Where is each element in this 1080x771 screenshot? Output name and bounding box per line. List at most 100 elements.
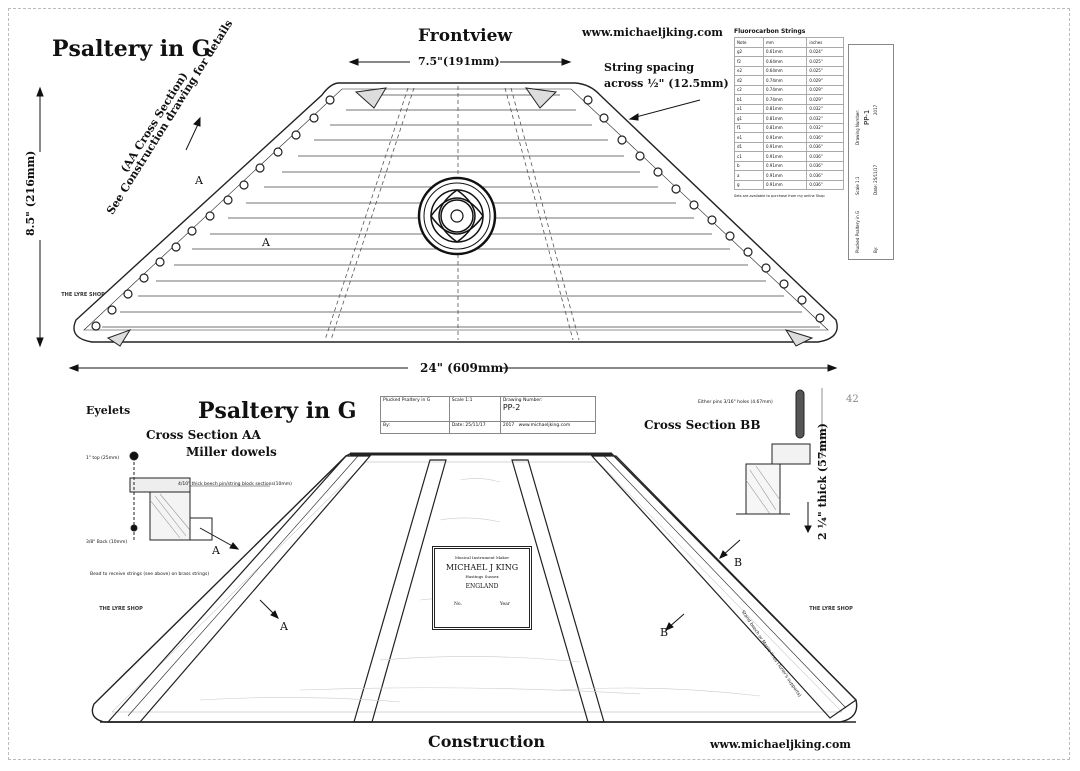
- strings-table-cell: b1: [734, 94, 764, 105]
- strings-table-cell: 0.81mm: [762, 113, 808, 124]
- strings-table-cell: g1: [734, 113, 764, 124]
- strings-table-cell: 0.74mm: [762, 94, 808, 105]
- strings-table-cell: 0.032": [806, 113, 844, 124]
- strings-table-cell: 0.025": [806, 56, 844, 67]
- right-pins: [583, 95, 825, 323]
- cross-section-bb-label: Cross Section BB: [644, 418, 761, 432]
- section-b-mark-1: B: [734, 556, 743, 569]
- cross-section-aa: [129, 451, 270, 541]
- strings-table-cell: 0.64mm: [762, 56, 808, 67]
- strings-table-cell: g2: [734, 46, 764, 57]
- maker-label: Musical Instrument Maker MICHAEL J KING …: [432, 546, 532, 630]
- construction-label: Construction: [428, 732, 546, 751]
- strings-table-title: Fluorocarbon Strings: [734, 28, 806, 35]
- strings-table-cell: 0.029": [806, 75, 844, 86]
- strings-table-cell: f2: [734, 56, 764, 67]
- corner-plates: [106, 87, 814, 347]
- corner-mark: 42: [846, 394, 859, 405]
- strings-table-cell: 0.029": [806, 94, 844, 105]
- strings-table-cell: 0.91mm: [762, 160, 808, 171]
- tb-date: Date: 25/11/17: [448, 421, 501, 434]
- sound-hole-rosette: [417, 176, 497, 256]
- website-bottom[interactable]: www.michaeljking.com: [710, 738, 851, 751]
- strings-table-cell: e2: [734, 65, 764, 76]
- string-spacing-note: String spacing across ½" (12.5mm): [604, 61, 729, 90]
- strings-table-cell: a1: [734, 103, 764, 114]
- strings-table-cell: g: [734, 179, 764, 190]
- title-block: Plucked Psaltery in G Scale 1:1 Drawing …: [380, 395, 597, 434]
- strings-table-cell: 0.91mm: [762, 179, 808, 190]
- strings-table-cell: 0.81mm: [762, 122, 808, 133]
- frontview-body: [73, 82, 838, 343]
- tb-name: Plucked Psaltery in G: [380, 395, 450, 423]
- either-pins-note: Either pins 3/16" holes (4.67mm): [698, 400, 773, 405]
- tb-scale: Scale 1:1: [448, 395, 501, 423]
- side-year: 2017: [873, 104, 878, 115]
- left-pins: [91, 95, 335, 331]
- strings-table-cell: f1: [734, 122, 764, 133]
- strings-table-cell: 0.036": [806, 132, 844, 143]
- dimension-height: 8.5" (216mm): [24, 150, 37, 236]
- label-year: Year: [499, 602, 510, 607]
- dowel-note: Bead to receive strings (see above) on b…: [90, 572, 210, 577]
- strings-table-cell: d2: [734, 75, 764, 86]
- section-a-mark-2: A: [280, 620, 288, 633]
- section-lines: [199, 388, 823, 631]
- section-mark-a-1: A: [195, 174, 203, 187]
- label-no: No.: [453, 602, 462, 607]
- tb-by: By:: [380, 421, 450, 434]
- strings-table-cell: c2: [734, 84, 764, 95]
- side-date: Date: 25/11/17: [873, 164, 878, 195]
- section-b-mark-2: B: [660, 626, 669, 639]
- strings-table-cell: d1: [734, 141, 764, 152]
- strings-table-cell: 0.74mm: [762, 75, 808, 86]
- cross-section-aa-label: Cross Section AA: [146, 428, 261, 442]
- strings-table-cell: 0.032": [806, 122, 844, 133]
- side-scale: Scale 1:1: [855, 176, 860, 195]
- shop-stamp-top: THE LYRE SHOP: [61, 292, 105, 298]
- strings-table-cell: 0.81mm: [762, 103, 808, 114]
- section-mark-a-2: A: [262, 236, 270, 249]
- dimension-top-width: 7.5"(191mm): [418, 55, 500, 68]
- strings-table-cell: 0.74mm: [762, 84, 808, 95]
- strings-table-cell: 0.036": [806, 151, 844, 162]
- page-title-bottom: Psaltery in G: [198, 398, 357, 424]
- website-top[interactable]: www.michaeljking.com: [582, 26, 723, 39]
- construction-rails: [100, 452, 857, 723]
- strings-footnote: Sets are available to purchase from my o…: [734, 194, 825, 198]
- page-title-top: Psaltery in G: [52, 36, 211, 62]
- label-top-line: Musical Instrument Maker: [454, 555, 510, 560]
- strings-table-cell: 0.036": [806, 141, 844, 152]
- strings-table-cell: 0.025": [806, 65, 844, 76]
- tb-year-site: 2017 www.michaeljking.com: [499, 421, 597, 434]
- shop-stamp-bottom-left: THE LYRE SHOP: [99, 606, 143, 612]
- strings-table-cell: 0.91mm: [762, 141, 808, 152]
- strings-table-cell: 0.029": [806, 84, 844, 95]
- thickness-label: 2 ¼" thick (57mm): [816, 423, 829, 540]
- label-country: ENGLAND: [465, 583, 499, 590]
- eyelets-label: Eyelets: [86, 404, 131, 417]
- strings-table-cell: 0.036": [806, 179, 844, 190]
- label-name: MICHAEL J KING: [445, 563, 519, 572]
- strings-table-cell: 0.032": [806, 103, 844, 114]
- strings-table-cell: 0.036": [806, 160, 844, 171]
- dimension-lines: [36, 58, 838, 372]
- cross-section-bb: [736, 389, 811, 515]
- strings-table-cell: 0.61mm: [762, 46, 808, 57]
- shop-stamp-bottom-right: THE LYRE SHOP: [809, 606, 853, 612]
- strings-table-cell: b: [734, 160, 764, 171]
- dimension-bottom-width: 24" (609mm): [420, 361, 509, 375]
